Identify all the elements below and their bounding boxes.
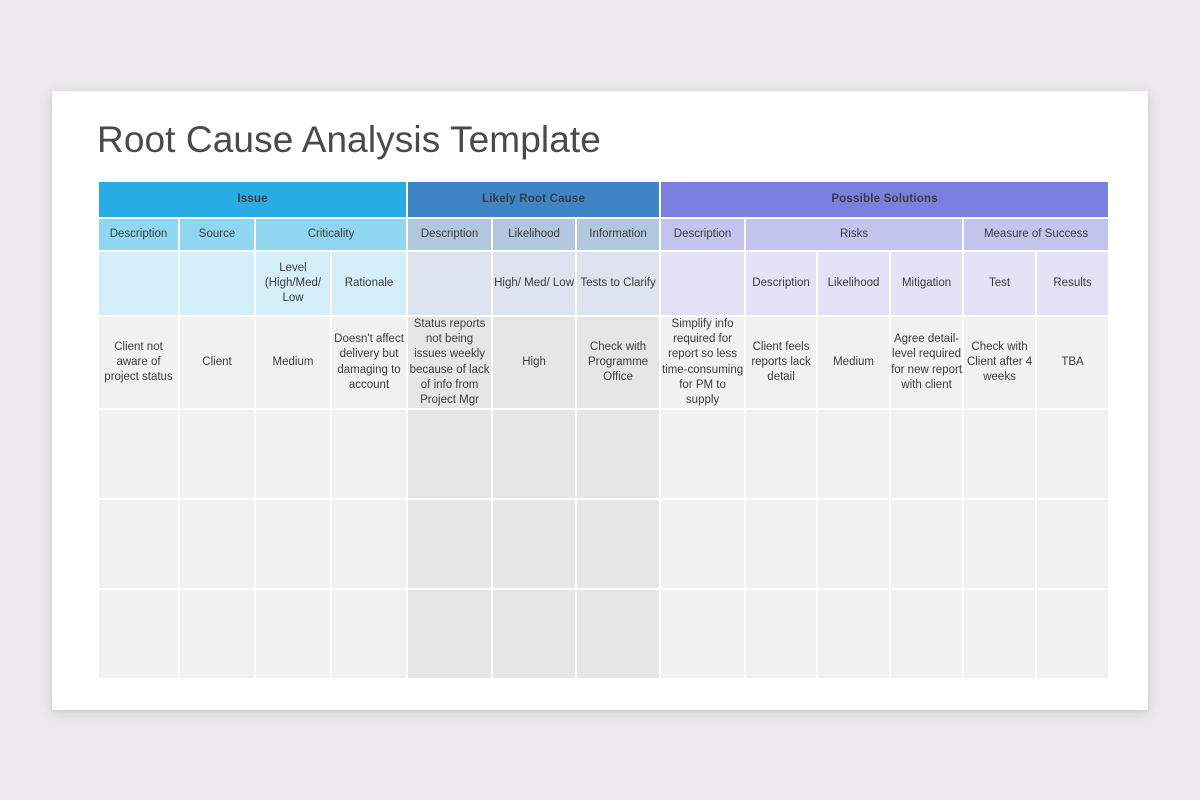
page-title: Root Cause Analysis Template <box>97 119 601 160</box>
table-cell-r0-c4[interactable]: Status reports not being issues weekly b… <box>408 317 492 409</box>
table-cell-r0-c8[interactable]: Client feels reports lack detail <box>746 317 817 409</box>
table-cell-r0-c9[interactable]: Medium <box>818 317 890 409</box>
table-cell-r2-c8[interactable] <box>746 500 817 589</box>
table-cell-r3-c5[interactable] <box>493 590 576 679</box>
table-cell-r1-c7[interactable] <box>661 410 745 499</box>
table-cell-r1-c11[interactable] <box>964 410 1036 499</box>
table-cell-r3-c10[interactable] <box>891 590 963 679</box>
table-row <box>99 410 1109 499</box>
table-cell-r0-c12[interactable]: TBA <box>1037 317 1109 409</box>
table-cell-r0-c11[interactable]: Check with Client after 4 weeks <box>964 317 1036 409</box>
table-cell-r2-c0[interactable] <box>99 500 178 589</box>
table-row <box>99 500 1109 589</box>
sub-header-description: Description <box>99 219 178 250</box>
table-cell-r3-c6[interactable] <box>577 590 660 679</box>
table-cell-r1-c9[interactable] <box>818 410 890 499</box>
table-cell-r0-c1[interactable]: Client <box>180 317 254 409</box>
group-header-issue: Issue <box>99 182 407 217</box>
sub-header-risks: Risks <box>746 219 963 250</box>
sub-sub-header-blank-7 <box>661 252 745 315</box>
sub-sub-header-results: Results <box>1037 252 1109 315</box>
sub-sub-header-blank-1 <box>180 252 254 315</box>
table-cell-r1-c12[interactable] <box>1037 410 1109 499</box>
table-cell-r2-c1[interactable] <box>180 500 254 589</box>
table-cell-r3-c3[interactable] <box>332 590 407 679</box>
sub-sub-header-test: Test <box>964 252 1036 315</box>
table-cell-r1-c4[interactable] <box>408 410 492 499</box>
sub-sub-header-level-high-med-low: Level (High/Med/ Low <box>256 252 330 315</box>
sub-sub-header-high-med-low: High/ Med/ Low <box>493 252 576 315</box>
table-cell-r1-c5[interactable] <box>493 410 576 499</box>
group-header-possible-solutions: Possible Solutions <box>661 182 1109 217</box>
table-cell-r2-c12[interactable] <box>1037 500 1109 589</box>
table-row <box>99 590 1109 679</box>
sub-header-description: Description <box>661 219 745 250</box>
table-cell-r2-c10[interactable] <box>891 500 963 589</box>
table-cell-r2-c4[interactable] <box>408 500 492 589</box>
table-cell-r1-c6[interactable] <box>577 410 660 499</box>
table-cell-r3-c2[interactable] <box>256 590 330 679</box>
table-cell-r0-c3[interactable]: Doesn't affect delivery but damaging to … <box>332 317 407 409</box>
table-cell-r1-c3[interactable] <box>332 410 407 499</box>
sub-sub-header-blank-0 <box>99 252 178 315</box>
table-cell-r3-c9[interactable] <box>818 590 890 679</box>
sub-sub-header-blank-4 <box>408 252 492 315</box>
table-cell-r1-c2[interactable] <box>256 410 330 499</box>
sub-sub-header-description: Description <box>746 252 817 315</box>
table-cell-r1-c8[interactable] <box>746 410 817 499</box>
table-cell-r3-c4[interactable] <box>408 590 492 679</box>
table-cell-r3-c0[interactable] <box>99 590 178 679</box>
table-cell-r3-c8[interactable] <box>746 590 817 679</box>
table-cell-r3-c11[interactable] <box>964 590 1036 679</box>
sub-sub-header-tests-to-clarify: Tests to Clarify <box>577 252 660 315</box>
sub-header-description: Description <box>408 219 492 250</box>
sub-sub-header-rationale: Rationale <box>332 252 407 315</box>
table-cell-r0-c0[interactable]: Client not aware of project status <box>99 317 178 409</box>
table-cell-r2-c5[interactable] <box>493 500 576 589</box>
sub-header-criticality: Criticality <box>256 219 407 250</box>
table-cell-r2-c11[interactable] <box>964 500 1036 589</box>
table-cell-r1-c1[interactable] <box>180 410 254 499</box>
table-cell-r0-c5[interactable]: High <box>493 317 576 409</box>
table-cell-r2-c3[interactable] <box>332 500 407 589</box>
table-cell-r1-c10[interactable] <box>891 410 963 499</box>
sub-header-information: Information <box>577 219 660 250</box>
sub-sub-header-likelihood: Likelihood <box>818 252 890 315</box>
sub-sub-header-mitigation: Mitigation <box>891 252 963 315</box>
table-cell-r2-c2[interactable] <box>256 500 330 589</box>
table-cell-r2-c9[interactable] <box>818 500 890 589</box>
table-cell-r2-c7[interactable] <box>661 500 745 589</box>
sub-header-source: Source <box>180 219 254 250</box>
table-cell-r0-c2[interactable]: Medium <box>256 317 330 409</box>
table-cell-r1-c0[interactable] <box>99 410 178 499</box>
table-cell-r3-c7[interactable] <box>661 590 745 679</box>
table-cell-r0-c10[interactable]: Agree detail-level required for new repo… <box>891 317 963 409</box>
table-cell-r2-c6[interactable] <box>577 500 660 589</box>
table-cell-r0-c6[interactable]: Check with Programme Office <box>577 317 660 409</box>
table-cell-r0-c7[interactable]: Simplify info required for report so les… <box>661 317 745 409</box>
table-cell-r3-c1[interactable] <box>180 590 254 679</box>
table-cell-r3-c12[interactable] <box>1037 590 1109 679</box>
sub-header-likelihood: Likelihood <box>493 219 576 250</box>
sub-header-measure-of-success: Measure of Success <box>964 219 1109 250</box>
group-header-likely-root-cause: Likely Root Cause <box>408 182 660 217</box>
